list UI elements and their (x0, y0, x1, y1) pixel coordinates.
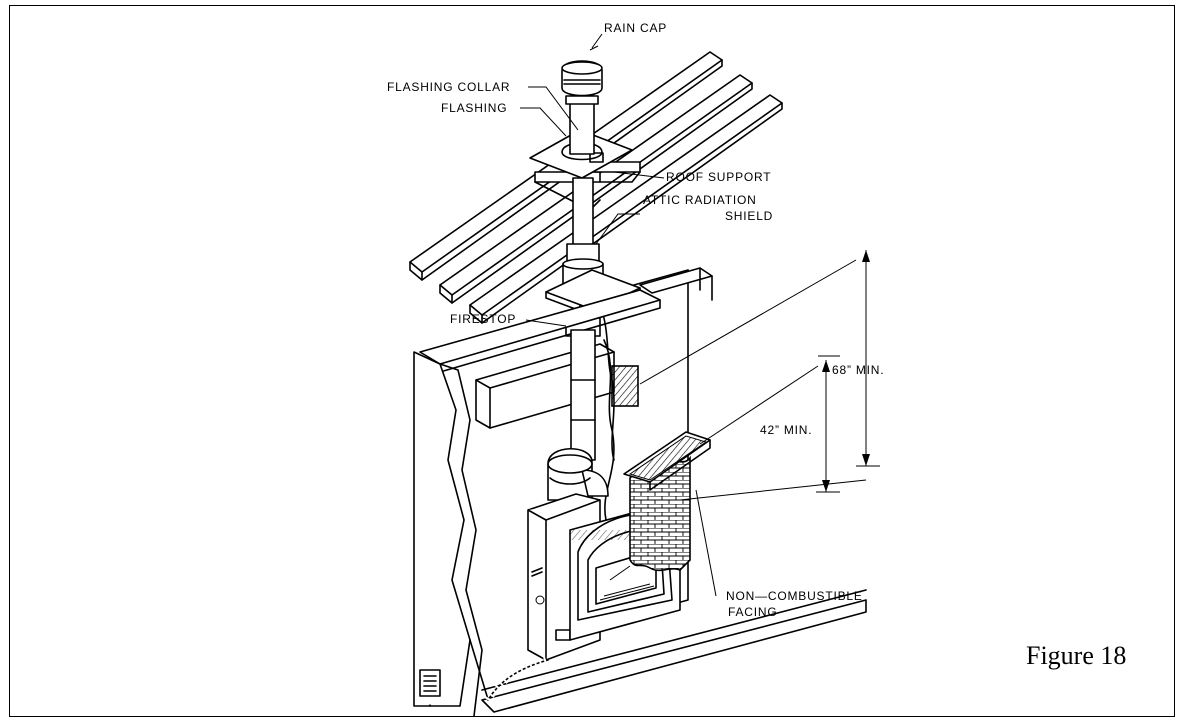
non-combustible-facing-label-2: FACING (728, 605, 777, 619)
leader-lines (520, 33, 717, 597)
dimension-lines (639, 250, 880, 501)
figure-caption: Figure 18 (1026, 641, 1126, 670)
floor-base (481, 589, 867, 713)
roof-support-label: ROOF SUPPORT (666, 170, 771, 184)
dimension-68-label: 68” MIN. (832, 363, 884, 377)
flashing-label: FLASHING (441, 101, 507, 115)
flashing-collar-label: FLASHING COLLAR (387, 80, 510, 94)
upper-chimney-pipe (561, 60, 603, 155)
firestop-label: FIRESTOP (450, 312, 516, 326)
lower-flue-pipe (547, 329, 615, 521)
attic-radiation-shield-label-2: SHIELD (725, 209, 773, 223)
attic-radiation-shield-label-1: ATTIC RADIATION (643, 193, 757, 207)
enclosure-side-wall (413, 351, 491, 717)
rain-cap-label: RAIN CAP (604, 21, 667, 35)
non-combustible-facing (623, 431, 711, 572)
non-combustible-facing-label-1: NON—COMBUSTIBLE (726, 589, 863, 603)
dimension-42-label: 42” MIN. (760, 423, 812, 437)
flex-hose (484, 656, 549, 702)
